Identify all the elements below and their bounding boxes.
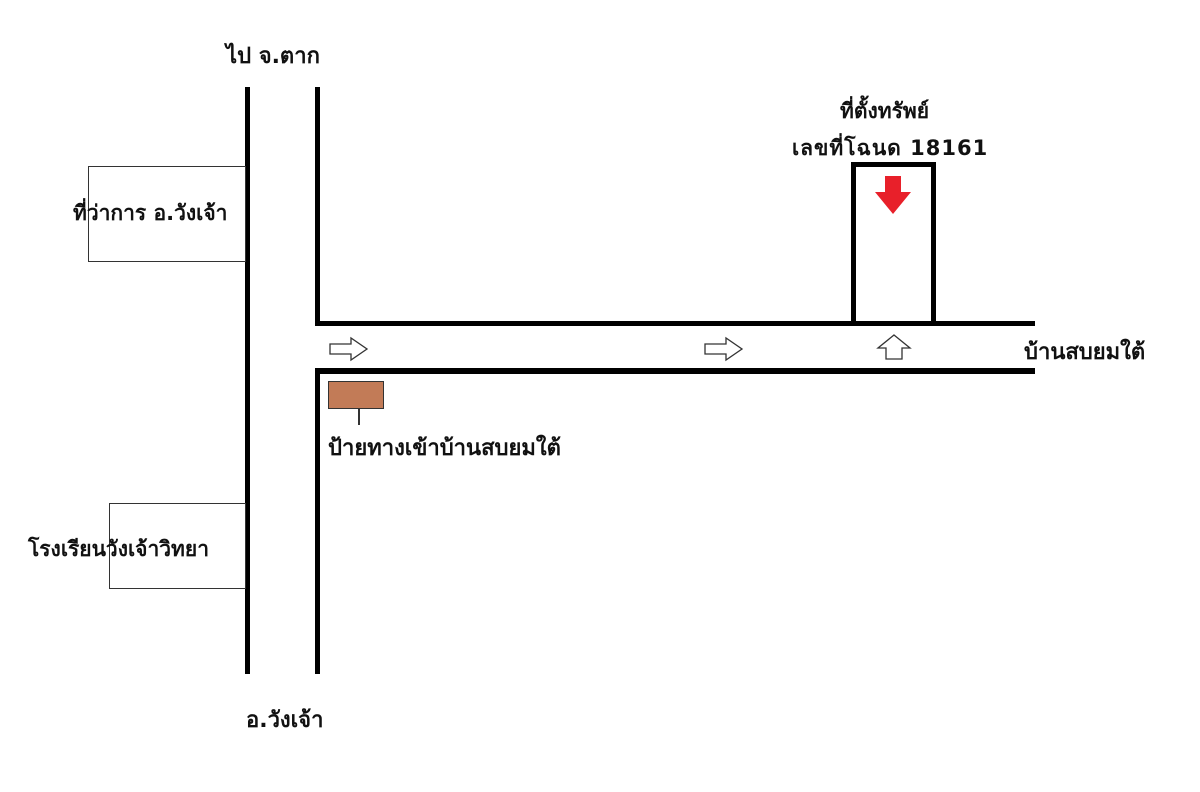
property-marker-down-arrow-icon (875, 176, 911, 214)
village-label: บ้านสบยมใต้ (1024, 340, 1146, 365)
main-road-east-edge-south (315, 368, 320, 674)
right-arrow-icon (704, 336, 744, 362)
property-plot (851, 162, 936, 322)
entrance-sign-icon (328, 381, 384, 409)
entrance-sign-label: ป้ายทางเข้าบ้านสบยมใต้ (328, 436, 561, 461)
school-label: โรงเรียนวังเจ้าวิทยา (28, 537, 209, 561)
right-arrow-icon (329, 336, 369, 362)
district-office-label: ที่ว่าการ อ.วังเจ้า (73, 201, 228, 225)
south-direction-label: อ.วังเจ้า (246, 708, 324, 733)
property-title-label: ที่ตั้งทรัพย์ (840, 99, 930, 123)
district-office-box (88, 166, 246, 262)
main-road-west-edge (245, 87, 250, 674)
school-box (109, 503, 246, 589)
north-direction-label: ไป จ.ตาก (226, 44, 320, 69)
up-arrow-icon (876, 334, 912, 360)
side-road-north-edge (315, 321, 1035, 326)
side-road-south-edge (315, 368, 1035, 374)
deed-number-label: เลขที่โฉนด 18161 (792, 136, 989, 160)
sign-post (358, 409, 360, 425)
main-road-east-edge-north (315, 87, 320, 326)
